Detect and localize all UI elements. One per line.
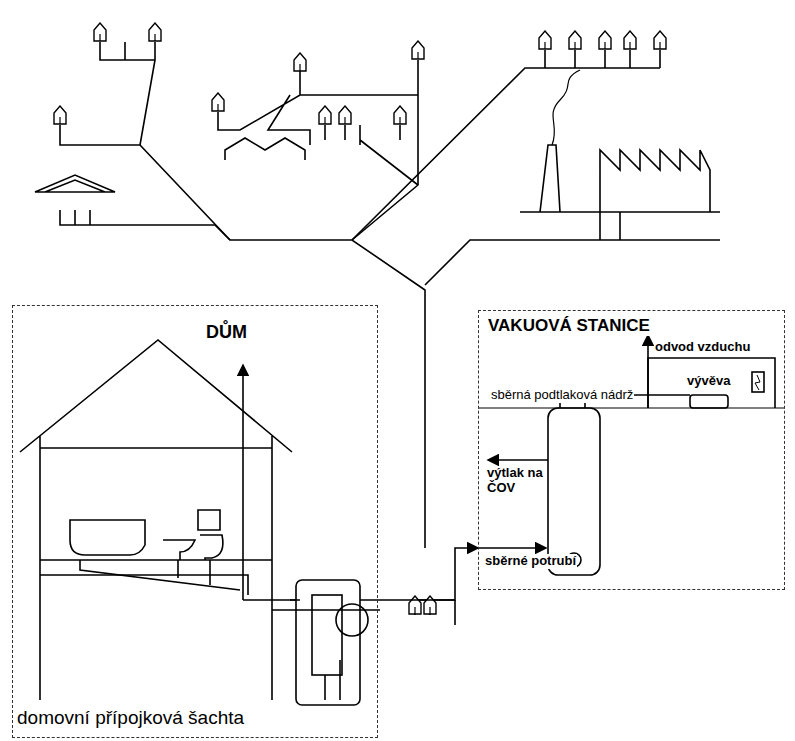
part-label: odvod vzduchu bbox=[654, 340, 751, 355]
house-icon bbox=[412, 41, 424, 59]
house-icon bbox=[54, 106, 66, 124]
house-icon bbox=[539, 31, 551, 49]
region-box: DŮM domovní přípojková šachta bbox=[12, 305, 378, 738]
house-icon bbox=[394, 106, 406, 124]
part-label: sběrná podtlaková nádrž bbox=[490, 388, 634, 403]
house-icon bbox=[569, 31, 581, 49]
part-label: sběrné potrubí bbox=[484, 554, 577, 569]
house-icon bbox=[409, 596, 421, 614]
house-icon bbox=[149, 23, 161, 41]
part-label: výtlak na ČOV bbox=[486, 466, 546, 496]
region-caption: domovní přípojková šachta bbox=[17, 707, 244, 729]
region-title: VAKUOVÁ STANICE bbox=[488, 316, 650, 336]
house-icon bbox=[294, 53, 306, 71]
sewer-pipe bbox=[378, 548, 478, 600]
house-icon bbox=[654, 31, 666, 49]
house-icon bbox=[94, 23, 106, 41]
house-icon bbox=[339, 106, 351, 124]
house-icon bbox=[599, 31, 611, 49]
region-title: DŮM bbox=[206, 322, 247, 343]
house-icon bbox=[624, 31, 636, 49]
house-icon bbox=[212, 93, 224, 111]
house-icon bbox=[424, 596, 436, 614]
house-icon bbox=[319, 106, 331, 124]
part-label: vývěva bbox=[686, 374, 731, 389]
